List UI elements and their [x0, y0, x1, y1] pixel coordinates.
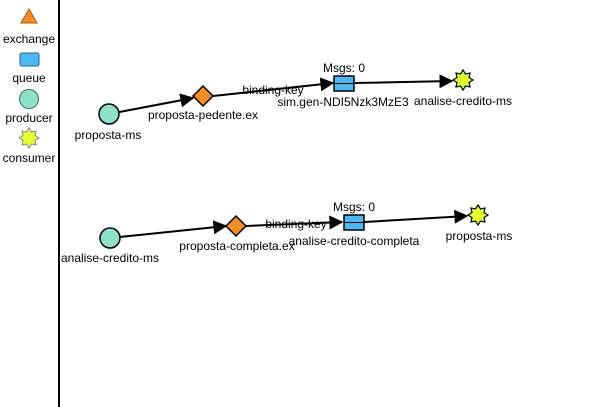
edge-producer-exchange: [108, 93, 195, 115]
legend: exchange queue producer consumer: [3, 7, 56, 165]
exchange-label: proposta-pedente.ex: [148, 108, 258, 122]
consumer-label: analise-credito-ms: [414, 94, 512, 108]
circle-icon: [19, 89, 39, 109]
star-icon: [18, 127, 40, 149]
queue-label: sim.gen-NDI5Nzk3MzE3: [277, 95, 409, 109]
flow-1: proposta-ms proposta-pedente.ex binding-…: [75, 61, 512, 142]
legend-label-consumer: consumer: [3, 151, 56, 165]
rect-icon: [19, 52, 40, 67]
producer-node[interactable]: [99, 227, 121, 249]
exchange-label: proposta-completa.ex: [179, 239, 294, 253]
legend-item-queue: queue: [12, 52, 46, 85]
producer-node[interactable]: [98, 103, 120, 125]
legend-label-producer: producer: [5, 111, 52, 125]
consumer-node[interactable]: [466, 203, 490, 227]
edge-exchange-queue: [245, 215, 344, 230]
flow-2: analise-credito-ms proposta-completa.ex …: [61, 200, 512, 265]
edge-exchange-queue: [212, 77, 335, 97]
binding-label: binding-key: [265, 217, 326, 231]
exchange-node[interactable]: [224, 214, 248, 238]
exchange-node[interactable]: [191, 84, 215, 108]
legend-item-consumer: consumer: [3, 127, 56, 165]
legend-label-queue: queue: [12, 71, 46, 85]
producer-label: analise-credito-ms: [61, 251, 159, 265]
legend-item-exchange: exchange: [3, 7, 55, 46]
edge-producer-exchange: [109, 220, 228, 239]
consumer-label: proposta-ms: [446, 229, 513, 243]
legend-item-producer: producer: [5, 89, 53, 125]
triangle-icon: [20, 7, 38, 24]
edge-queue-consumer: [363, 209, 469, 224]
producer-label: proposta-ms: [75, 128, 142, 142]
queue-label: analise-credito-completa: [289, 234, 420, 248]
queue-msgs-label: Msgs: 0: [333, 200, 375, 214]
consumer-node[interactable]: [451, 68, 475, 92]
binding-label: binding-key: [242, 83, 303, 97]
edge-queue-consumer: [354, 74, 454, 89]
legend-label-exchange: exchange: [3, 32, 55, 46]
queue-msgs-label: Msgs: 0: [323, 61, 365, 75]
